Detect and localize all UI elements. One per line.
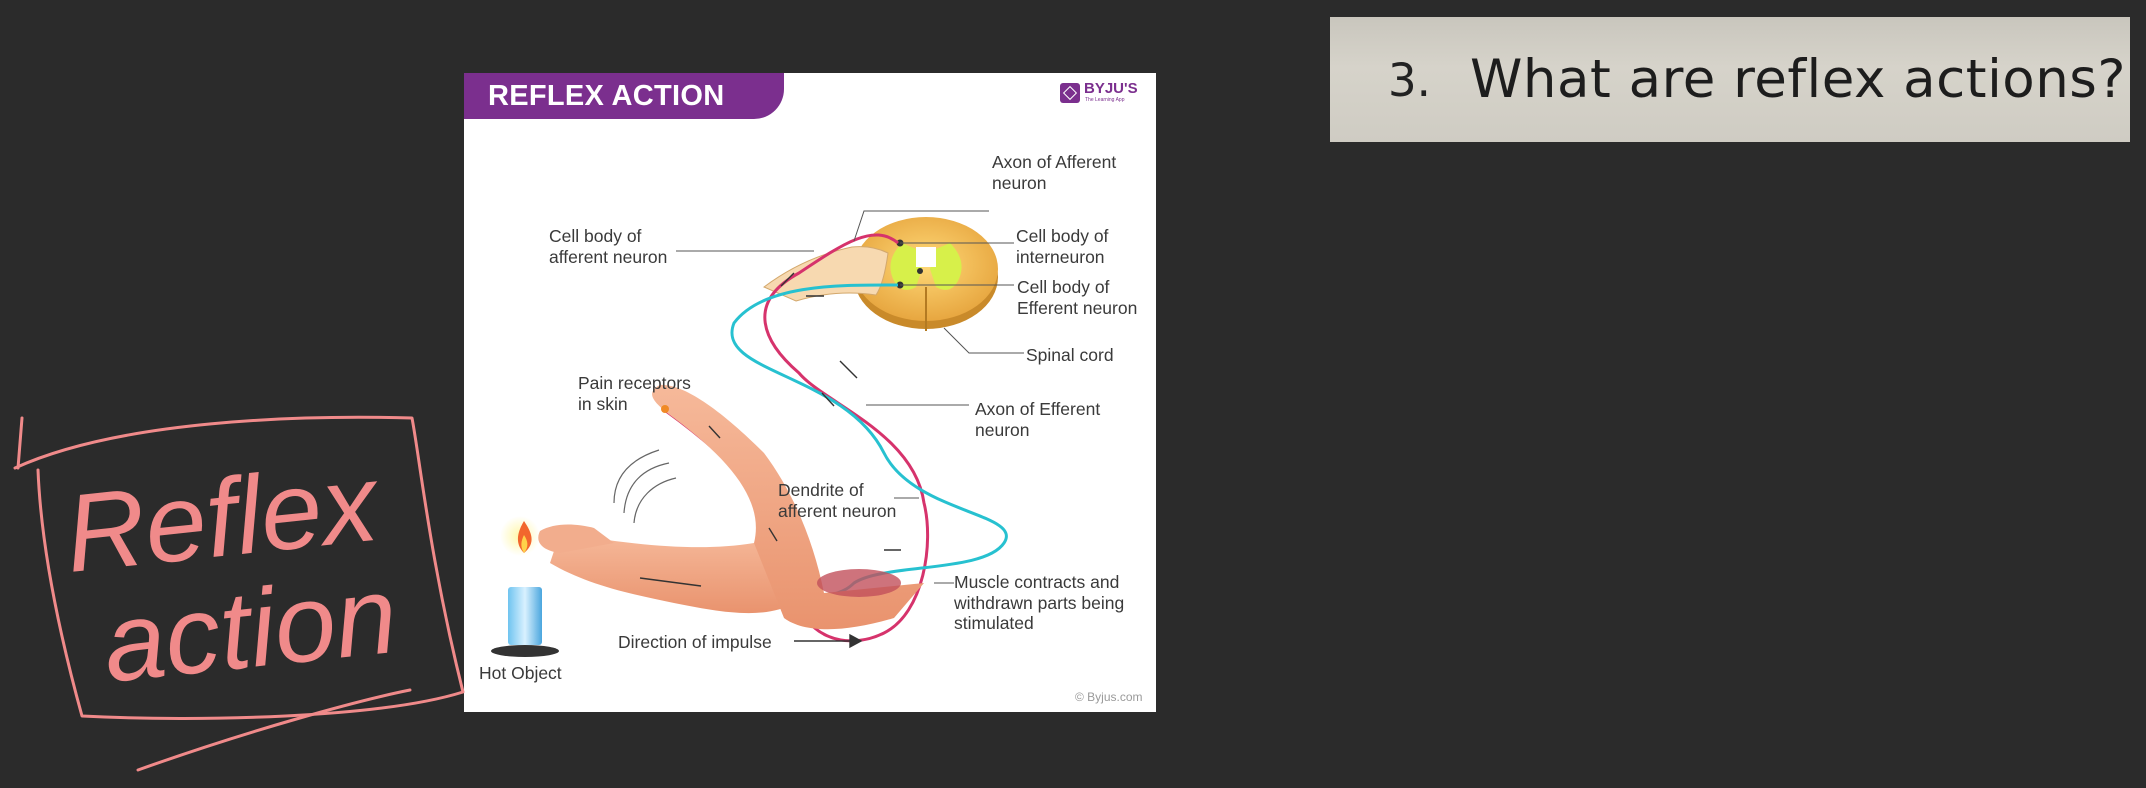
copyright: © Byjus.com [1075, 690, 1143, 704]
label-muscle-contracts: Muscle contracts and withdrawn parts bei… [954, 572, 1124, 634]
leader-line [944, 328, 1024, 353]
label-direction-impulse: Direction of impulse [618, 632, 772, 653]
impulse-arrow [840, 361, 857, 378]
motion-arc [634, 478, 676, 523]
candle-stand [491, 645, 559, 657]
question-number: 3. [1388, 54, 1431, 107]
candle [508, 587, 542, 645]
direction-arrow-head [850, 635, 861, 647]
label-dendrite-afferent: Dendrite of afferent neuron [778, 480, 896, 521]
label-spinal-cord: Spinal cord [1026, 345, 1114, 366]
reflex-action-diagram: REFLEX ACTION BYJU'S The Learning App [464, 73, 1156, 712]
label-cell-body-efferent: Cell body of Efferent neuron [1017, 277, 1137, 318]
label-cell-body-afferent: Cell body of afferent neuron [549, 226, 667, 267]
handwritten-annotation: Reflex action [0, 400, 480, 780]
label-axon-efferent: Axon of Efferent neuron [975, 399, 1100, 440]
question-text: What are reflex actions? [1470, 49, 2126, 110]
label-axon-afferent: Axon of Afferent neuron [992, 152, 1116, 193]
label-hot-object: Hot Object [479, 663, 562, 684]
annotation-underline [138, 690, 410, 770]
label-pain-receptors: Pain receptors in skin [578, 373, 691, 414]
muscle [817, 569, 901, 597]
motion-arc [614, 450, 659, 503]
question-card: 3. What are reflex actions? [1330, 17, 2130, 142]
label-cell-body-interneuron: Cell body of interneuron [1016, 226, 1108, 267]
motion-arc [624, 463, 669, 513]
